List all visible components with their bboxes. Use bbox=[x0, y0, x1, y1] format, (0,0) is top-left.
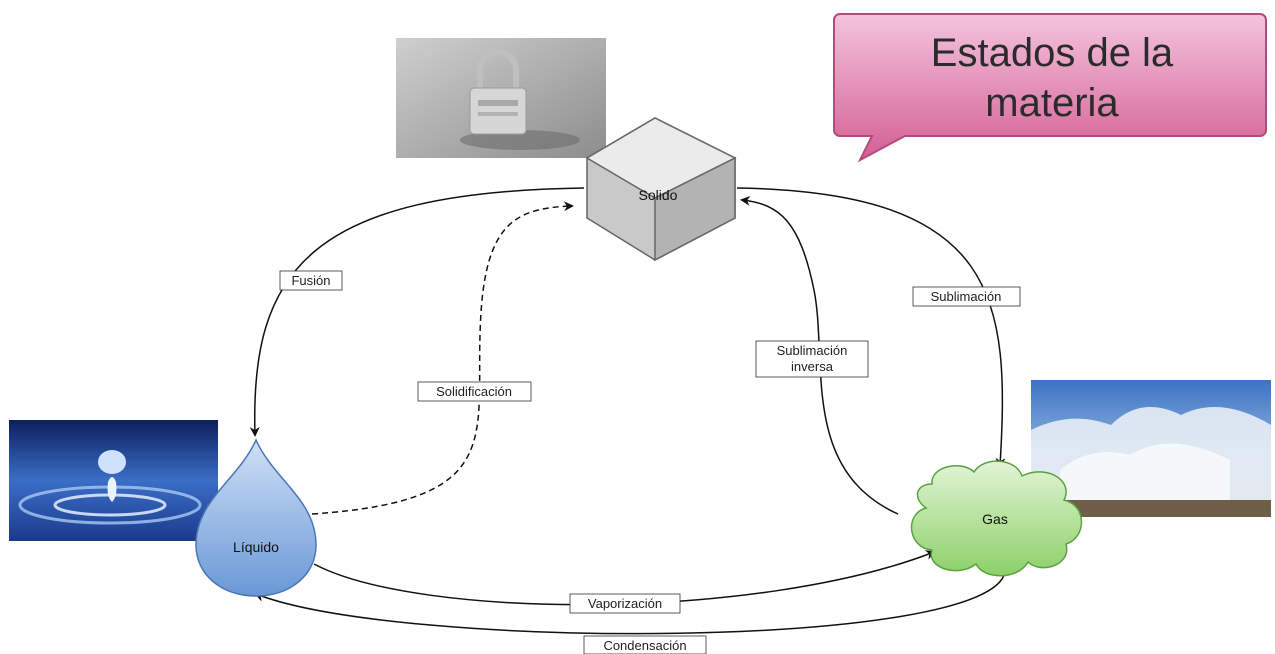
liquid-label: Líquido bbox=[233, 539, 279, 555]
edge-labels: Fusión Solidificación Sublimación Sublim… bbox=[279, 270, 1021, 654]
fusion-arrow bbox=[249, 187, 585, 437]
liquid-node: Líquido bbox=[195, 438, 317, 597]
solidification-label: Solidificación bbox=[436, 384, 512, 399]
title-bubble: Estados de la materia bbox=[833, 13, 1267, 163]
connectors bbox=[249, 187, 1006, 635]
solidification-arrow bbox=[311, 201, 574, 515]
inverse-sublimation-label-2: inversa bbox=[791, 359, 834, 374]
fusion-label: Fusión bbox=[291, 273, 330, 288]
padlock-photo bbox=[396, 38, 606, 158]
inverse-sublimation-label-1: Sublimación bbox=[777, 343, 848, 358]
sublimation-label: Sublimación bbox=[931, 289, 1002, 304]
condensation-arrow bbox=[254, 571, 1006, 635]
sublimation-arrow bbox=[736, 187, 1006, 468]
water-drop-photo bbox=[9, 420, 218, 541]
solid-label: Solido bbox=[639, 187, 678, 203]
title-line-2: materia bbox=[985, 81, 1119, 125]
inverse-sublimation-arrow bbox=[740, 195, 899, 515]
condensation-label: Condensación bbox=[603, 638, 686, 653]
geyser-photo bbox=[1031, 380, 1271, 517]
gas-label: Gas bbox=[982, 511, 1008, 527]
solid-node: Solido bbox=[585, 117, 737, 262]
vaporization-label: Vaporización bbox=[588, 596, 662, 611]
gas-node: Gas bbox=[910, 460, 1083, 577]
title-line-1: Estados de la bbox=[931, 31, 1174, 75]
